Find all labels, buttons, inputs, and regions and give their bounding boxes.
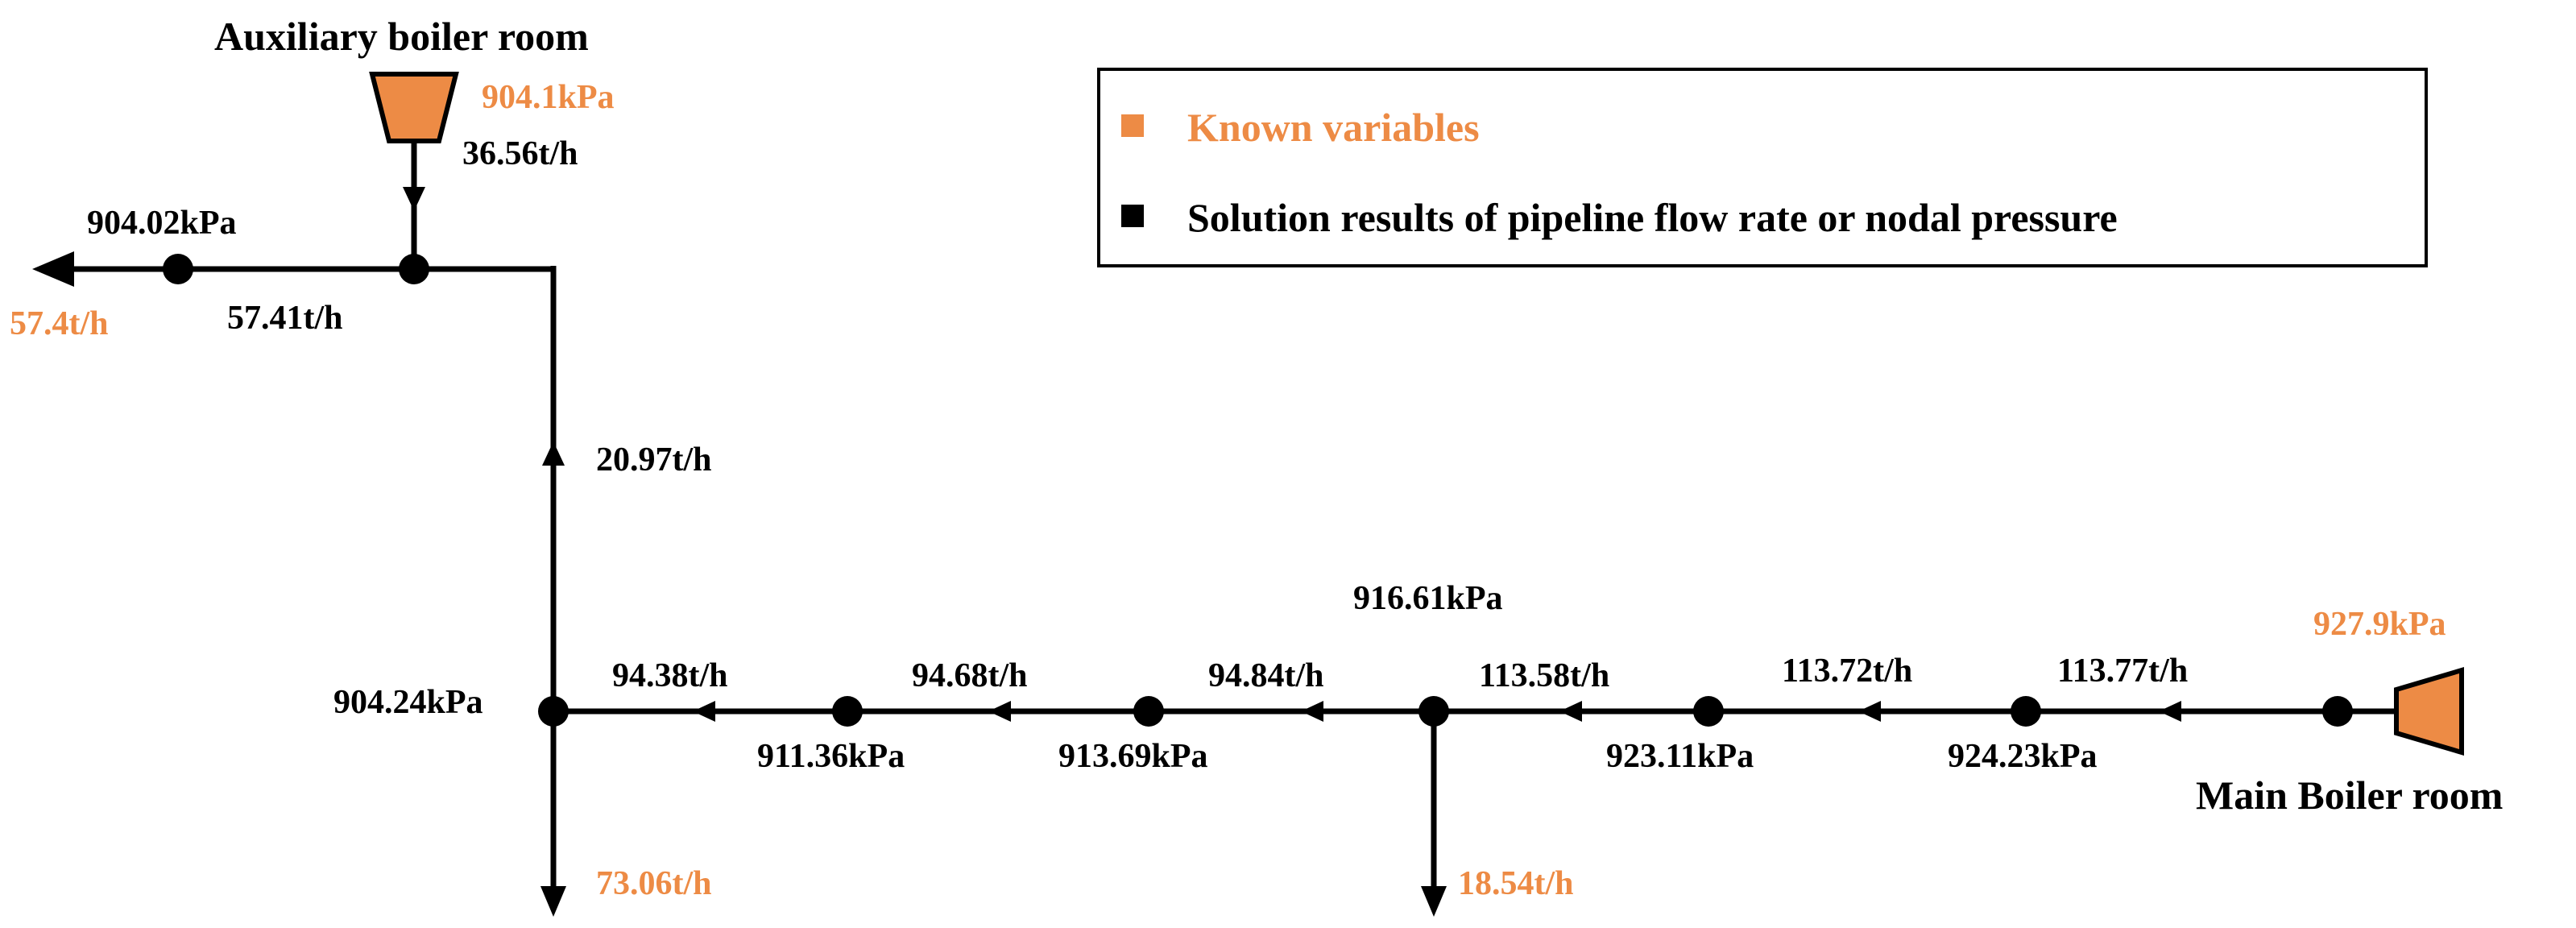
mid-branch-down-arrow-icon [1421,886,1447,917]
main-flow-5: 113.72t/h [1782,652,1912,690]
aux-boiler-icon [369,72,459,143]
aux-boiler-name: Auxiliary boiler room [214,14,589,59]
main-arrow-1-icon [693,701,715,722]
node-main-2 [1133,696,1164,727]
legend-known-swatch [1121,114,1144,137]
node-aux-junction [399,254,429,284]
main-pressure-3: 916.61kPa [1353,580,1503,617]
node-main-5 [2011,696,2041,727]
main-arrow-2-icon [988,701,1011,722]
vertical-up-arrow-icon [542,441,565,466]
aux-left-pressure: 904.02kPa [87,205,237,242]
main-arrow-3-icon [1301,701,1323,722]
main-flow-4: 113.58t/h [1479,657,1609,694]
left-outlet-load: 57.4t/h [10,305,109,342]
node-main-1 [832,696,863,727]
legend-result-label: Solution results of pipeline flow rate o… [1187,195,2118,240]
main-arrow-5-icon [1858,701,1881,722]
node-main-4 [1693,696,1724,727]
junction-pressure: 904.24kPa [333,684,483,721]
aux-down-arrow-icon [403,187,425,211]
aux-boiler-outflow: 36.56t/h [462,135,578,172]
left-outlet-arrow-icon [32,251,74,287]
bottom-mid-load: 18.54t/h [1458,865,1574,902]
legend-result-swatch [1121,205,1144,227]
vertical-flow: 20.97t/h [596,441,712,478]
legend-known-label: Known variables [1187,105,1480,150]
main-flow-6: 113.77t/h [2057,652,2188,690]
main-pressure-2: 913.69kPa [1058,738,1208,775]
node-main-6 [2322,696,2353,727]
main-arrow-6-icon [2159,701,2181,722]
legend: Known variables Solution results of pipe… [1097,68,2428,267]
bottom-left-down-arrow-icon [540,886,566,917]
main-flow-2: 94.68t/h [912,657,1028,694]
main-pressure-1: 911.36kPa [757,738,905,775]
main-boiler-name: Main Boiler room [2196,773,2503,818]
main-flow-3: 94.84t/h [1208,657,1324,694]
main-pressure-5: 924.23kPa [1948,738,2098,775]
main-boiler-pressure: 927.9kPa [2313,606,2446,643]
aux-left-flow: 57.41t/h [227,300,343,337]
node-aux-left [163,254,193,284]
main-boiler-icon [2394,666,2464,756]
main-arrow-4-icon [1559,701,1582,722]
legend-box [1097,68,2428,267]
node-main-junction [538,696,569,727]
aux-boiler-pressure: 904.1kPa [482,79,615,116]
main-flow-1: 94.38t/h [612,657,728,694]
node-main-3 [1418,696,1449,727]
main-pressure-4: 923.11kPa [1606,738,1754,775]
bottom-left-load: 73.06t/h [596,865,712,902]
